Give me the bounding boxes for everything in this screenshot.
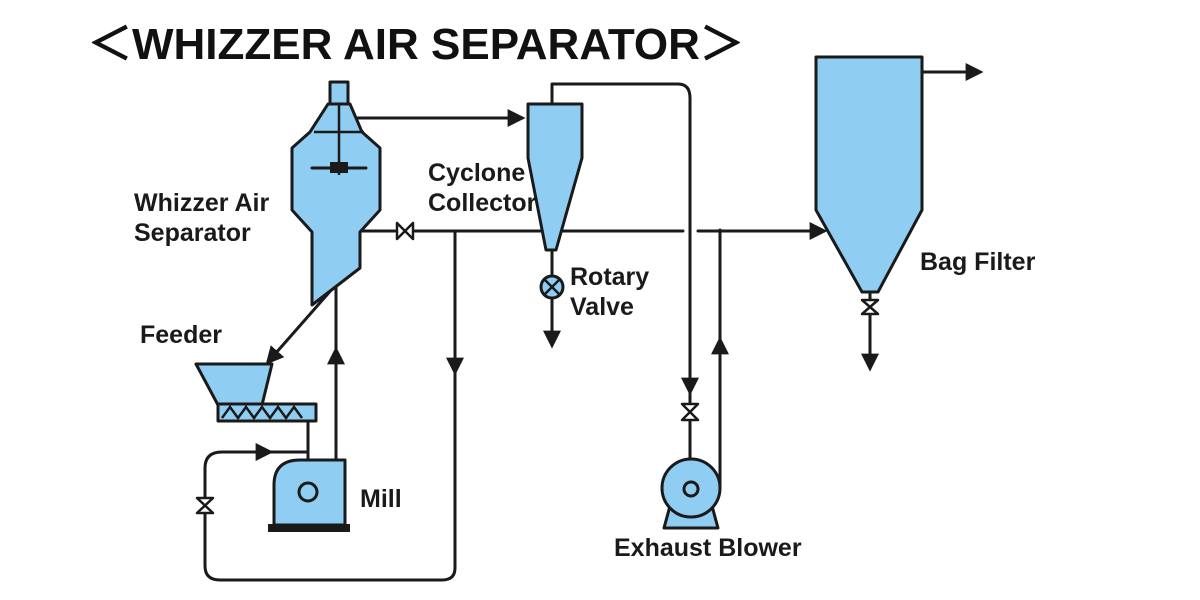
label-feeder: Feeder bbox=[140, 321, 222, 349]
pipe-return-down bbox=[203, 229, 457, 582]
mill bbox=[268, 458, 350, 532]
feeder-hopper bbox=[194, 362, 274, 407]
label-whizzer-line-1: Whizzer Air bbox=[134, 189, 270, 217]
label-cyclone-collector: Cyclone Collector bbox=[428, 158, 536, 218]
mill-base bbox=[268, 524, 350, 532]
label-rotary-valve: Rotary Valve bbox=[570, 262, 649, 322]
whizzer-air-separator bbox=[290, 80, 382, 307]
feeder bbox=[194, 362, 318, 423]
rotary-valve-cross bbox=[543, 278, 561, 296]
label-bag-filter: Bag Filter bbox=[920, 248, 1036, 276]
label-whizzer-line-2: Separator bbox=[134, 219, 251, 247]
label-rotary-line-1: Rotary bbox=[570, 263, 650, 291]
mill-rotor bbox=[297, 481, 319, 503]
label-cyclone-line-1: Cyclone bbox=[428, 159, 526, 187]
blower-rotor bbox=[682, 480, 700, 498]
rotary-valve bbox=[539, 274, 565, 300]
separator-body bbox=[290, 102, 382, 307]
label-exhaust-blower: Exhaust Blower bbox=[614, 534, 802, 562]
cyclone-body bbox=[526, 102, 584, 252]
label-cyclone-line-2: Collector bbox=[428, 189, 537, 217]
label-rotary-line-2: Valve bbox=[570, 293, 634, 321]
feeder-screw bbox=[220, 404, 304, 421]
bag-filter-body bbox=[814, 55, 924, 294]
page-title: ＜WHIZZER AIR SEPARATOR＞ bbox=[88, 20, 744, 69]
valves bbox=[195, 221, 700, 515]
bag-filter-valve bbox=[860, 298, 880, 316]
distributor-hub bbox=[330, 162, 348, 173]
return-loop-valve bbox=[195, 496, 215, 515]
separator-motor bbox=[328, 80, 350, 106]
label-whizzer-air-separator: Whizzer Air Separator bbox=[134, 188, 269, 248]
label-mill: Mill bbox=[360, 485, 402, 513]
blower-inlet-valve bbox=[680, 402, 700, 422]
bag-filter bbox=[814, 55, 924, 316]
main-line-valve bbox=[395, 221, 415, 241]
exhaust-blower bbox=[660, 457, 722, 530]
pipe-cyclone-to-blower bbox=[550, 82, 692, 460]
cyclone-collector bbox=[526, 102, 584, 252]
